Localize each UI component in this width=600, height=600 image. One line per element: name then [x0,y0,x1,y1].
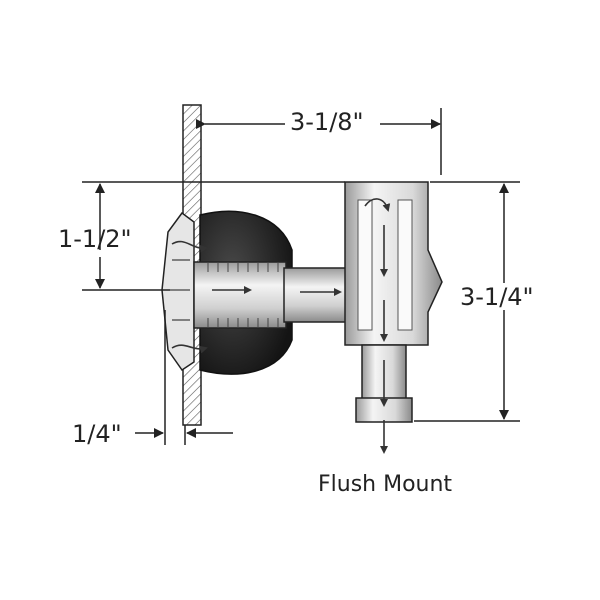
dimension-label-bottom: 1/4" [72,420,122,448]
dimension-left [82,181,345,291]
dimension-label-left: 1-1/2" [58,225,132,253]
threaded-housing [193,261,287,329]
dimension-bottom [135,310,233,445]
valve-body [344,181,443,423]
dimension-label-right: 3-1/4" [460,283,534,311]
dimension-label-top: 3-1/8" [290,108,364,136]
connector-pipe [283,267,357,323]
dimension-right [414,181,520,422]
dimension-top [196,108,442,175]
flow-arrows [171,198,391,454]
diagram-caption: Flush Mount [318,472,453,497]
